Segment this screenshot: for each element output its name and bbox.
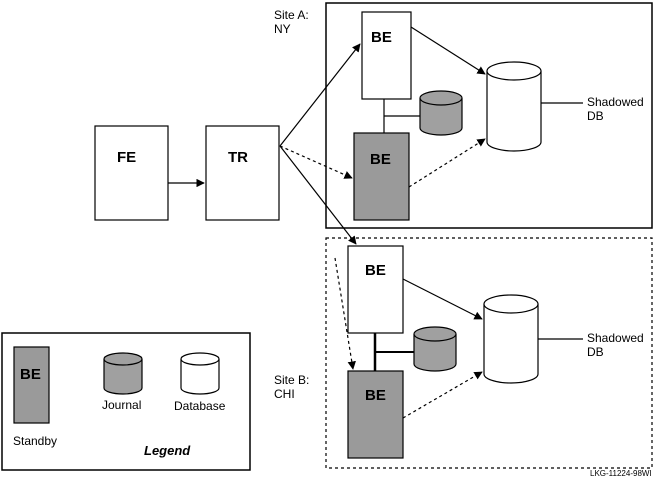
site-a-db-label-line2: DB xyxy=(587,109,604,123)
site-a-label-line2: NY xyxy=(274,22,291,36)
site-b-be-primary-label: BE xyxy=(365,262,386,279)
legend-standby-caption: Standby xyxy=(13,434,57,448)
site-a-primary-to-db-arrow xyxy=(410,26,486,75)
figure-id: LKG-11224-98WI xyxy=(590,469,652,478)
site-a-be-standby-label: BE xyxy=(370,151,391,168)
site-b-label-line2: CHI xyxy=(274,387,295,401)
site-b-be-standby-label: BE xyxy=(365,387,386,404)
site-b-db-label-line1: Shadowed xyxy=(587,331,644,345)
tr-box xyxy=(205,125,280,221)
legend-journal-caption: Journal xyxy=(102,398,141,412)
site-a-be-primary-box xyxy=(361,11,412,100)
tr-to-site-a-primary-arrow xyxy=(279,43,361,147)
site-b-db-label-line2: DB xyxy=(587,345,604,359)
site-a-db-label-line1: Shadowed xyxy=(587,95,644,109)
legend-standby-box xyxy=(13,346,50,424)
site-b-be-standby-box xyxy=(347,370,404,459)
tr-to-site-a-standby-arrow xyxy=(279,145,353,179)
site-a-be-standby-box xyxy=(353,132,410,221)
legend-title: Legend xyxy=(144,443,191,458)
site-a-label-line1: Site A: xyxy=(274,8,309,22)
site-b-journal-cylinder xyxy=(413,326,457,372)
site-a-database-cylinder xyxy=(486,61,542,152)
site-b-container xyxy=(325,237,653,469)
tr-to-site-b-primary-arrow xyxy=(279,145,357,245)
tr-to-site-b-standby-arrow xyxy=(334,257,356,370)
fe-box xyxy=(94,125,169,221)
fe-label: FE xyxy=(117,149,136,166)
legend-database-caption: Database xyxy=(174,399,226,413)
site-b-standby-to-db-arrow xyxy=(402,371,483,419)
site-b-primary-to-db-arrow xyxy=(402,278,483,320)
site-b-database-cylinder xyxy=(483,294,539,384)
legend-database-cylinder xyxy=(180,352,220,395)
legend-standby-box-label: BE xyxy=(20,366,41,383)
site-b-be-primary-box xyxy=(347,245,404,334)
site-a-be-primary-label: BE xyxy=(371,29,392,46)
site-a-container xyxy=(325,2,653,229)
site-b-label-line1: Site B: xyxy=(274,373,309,387)
tr-label: TR xyxy=(228,149,248,166)
site-a-journal-cylinder xyxy=(419,90,463,136)
site-a-standby-to-db-arrow xyxy=(408,138,486,188)
legend-journal-cylinder xyxy=(103,352,143,395)
